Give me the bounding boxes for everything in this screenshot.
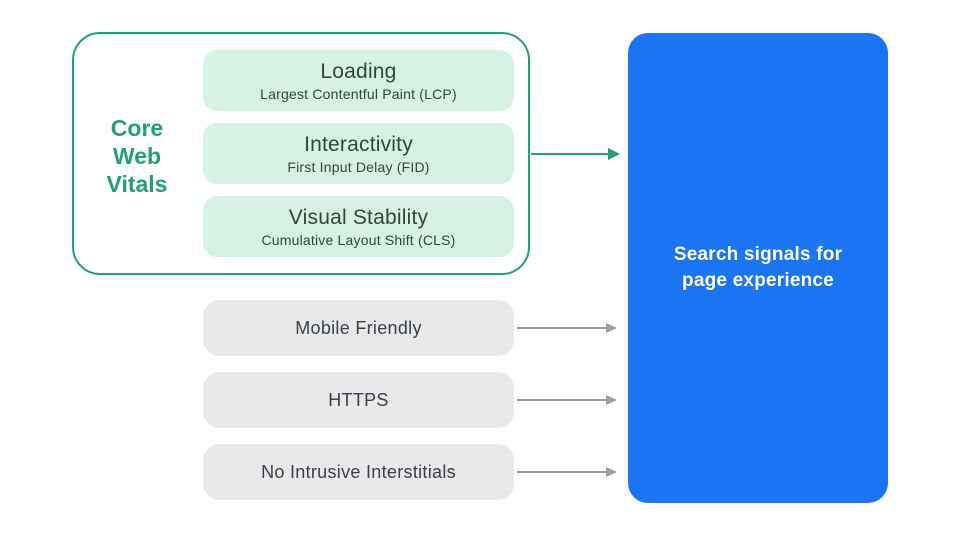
vital-subtitle-fid: First Input Delay (FID)	[287, 158, 430, 175]
mobile-friendly-arrow-right-icon	[517, 327, 606, 329]
core-web-vitals-group	[72, 32, 530, 275]
vital-card-visual-stability: Visual Stability Cumulative Layout Shift…	[203, 196, 514, 257]
vital-subtitle-lcp: Largest Contentful Paint (LCP)	[260, 85, 457, 102]
vital-title-visual-stability: Visual Stability	[288, 205, 429, 229]
search-signals-label: Search signals for page experience	[673, 244, 843, 291]
signal-pill-https: HTTPS	[203, 372, 514, 428]
core-web-vitals-arrow-right-icon	[531, 153, 608, 155]
vital-card-loading: Loading Largest Contentful Paint (LCP)	[203, 50, 514, 111]
search-signals-box: Search signals for page experience	[628, 33, 888, 503]
https-arrow-right-icon	[517, 399, 606, 401]
core-web-vitals-label: Core Web Vitals	[106, 115, 168, 197]
vital-title-interactivity: Interactivity	[304, 132, 413, 156]
vital-title-loading: Loading	[320, 59, 397, 83]
no-intrusive-interstitials-arrow-right-icon	[517, 471, 606, 473]
vital-card-interactivity: Interactivity First Input Delay (FID)	[203, 123, 514, 184]
vital-subtitle-cls: Cumulative Layout Shift (CLS)	[261, 231, 456, 248]
signal-pill-mobile-friendly: Mobile Friendly	[203, 300, 514, 356]
signal-pill-no-intrusive-interstitials: No Intrusive Interstitials	[203, 444, 514, 500]
